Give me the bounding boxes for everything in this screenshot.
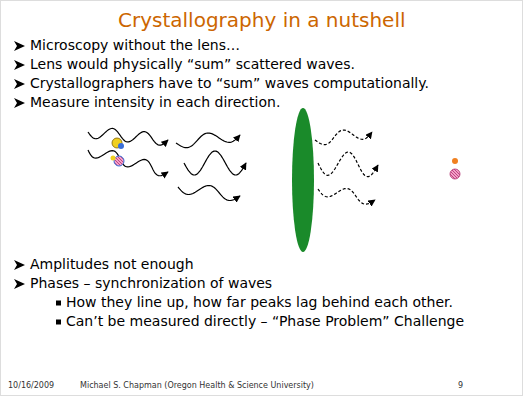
footer-text: 9 <box>458 381 463 391</box>
wave <box>176 133 240 148</box>
wave <box>318 152 378 177</box>
waves <box>88 128 378 204</box>
bullet-marker <box>56 301 61 306</box>
bullet-marker <box>14 41 25 51</box>
slide-title: Crystallography in a nutshell <box>118 8 406 32</box>
atoms-left <box>111 138 125 166</box>
footer-text: 10/16/2009 <box>8 381 54 391</box>
wave <box>315 130 372 145</box>
wave <box>178 185 240 200</box>
wave <box>184 151 246 175</box>
bullet-marker <box>14 279 25 289</box>
bullet-marker <box>14 98 25 108</box>
atoms-right <box>450 158 460 179</box>
bullet-text: Lens would physically “sum” scattered wa… <box>30 56 355 73</box>
sub-bullet: Can’t be measured directly – “Phase Prob… <box>66 313 464 330</box>
bullet-text: Measure intensity in each direction. <box>30 94 280 111</box>
wave <box>88 128 168 145</box>
lens <box>292 108 314 252</box>
bullet-text: Amplitudes not enough <box>30 256 194 273</box>
bullet-marker <box>56 320 61 325</box>
bullet-text: Microscopy without the lens… <box>30 37 240 54</box>
sub-bullet: How they line up, how far peaks lag behi… <box>66 294 453 311</box>
wave <box>88 150 168 176</box>
wave <box>318 188 375 204</box>
bullet-marker <box>14 60 25 70</box>
bullet-marker <box>14 260 25 270</box>
bullet-marker <box>14 79 25 89</box>
bullet-text: Crystallographers have to “sum” waves co… <box>30 75 429 92</box>
bullet-text: Phases – synchronization of waves <box>30 275 272 292</box>
footer-text: Michael S. Chapman (Oregon Health & Scie… <box>80 381 314 391</box>
